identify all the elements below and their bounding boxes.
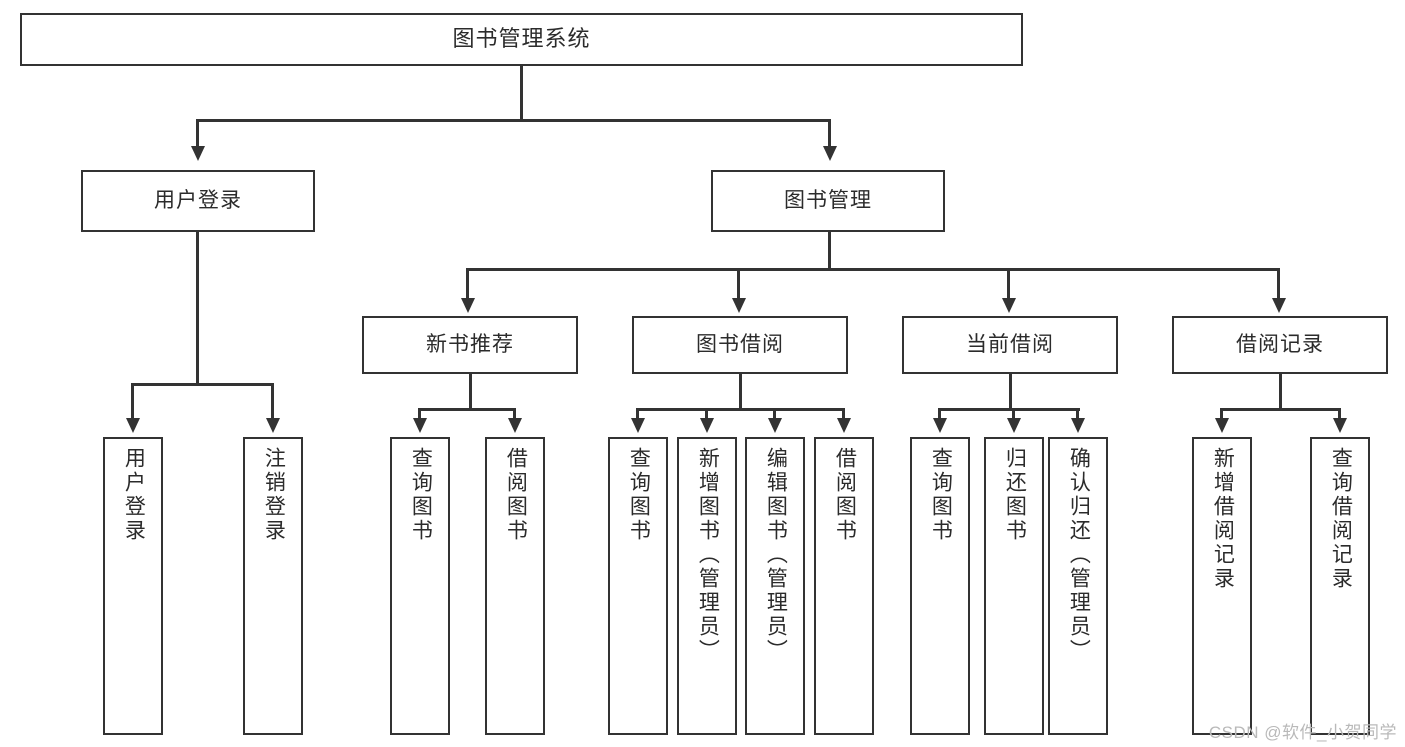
connector-record-bus (1220, 408, 1340, 411)
leaf-borrow-edit-book-admin[interactable]: 编辑图书（管理员） (745, 437, 805, 735)
arrowhead-newbook-l2 (508, 418, 522, 433)
node-new-book-recommend[interactable]: 新书推荐 (362, 316, 578, 374)
connector-root-bus (196, 119, 830, 122)
node-label: 查询图书 (409, 447, 433, 543)
connector-borrow-l3 (773, 408, 776, 420)
node-label: 用户登录 (154, 189, 242, 213)
arrowhead-userlogin-b2 (266, 418, 280, 433)
leaf-borrow-borrow-book[interactable]: 借阅图书 (814, 437, 874, 735)
leaf-user-login[interactable]: 用户登录 (103, 437, 163, 735)
arrowhead-current-l2 (1007, 418, 1021, 433)
connector-record-stem (1279, 374, 1282, 410)
leaf-borrow-query-book[interactable]: 查询图书 (608, 437, 668, 735)
connector-current-l1 (938, 408, 941, 420)
connector-borrow-bus (636, 408, 844, 411)
arrowhead-borrow-l2 (700, 418, 714, 433)
arrowhead-current-l3 (1071, 418, 1085, 433)
node-label: 查询借阅记录 (1329, 447, 1353, 591)
connector-bookmgmt-c2 (737, 268, 740, 300)
node-label: 查询图书 (929, 447, 953, 543)
connector-borrow-stem (739, 374, 742, 410)
arrowhead-current-l1 (933, 418, 947, 433)
arrowhead-borrow-l1 (631, 418, 645, 433)
node-label: 用户登录 (122, 447, 146, 543)
arrowhead-userlogin-b1 (126, 418, 140, 433)
connector-newbook-stem (469, 374, 472, 410)
node-label: 借阅图书 (504, 447, 528, 543)
node-label: 查询图书 (627, 447, 651, 543)
node-label: 新书推荐 (426, 333, 514, 357)
leaf-current-return-book[interactable]: 归还图书 (984, 437, 1044, 735)
node-label: 归还图书 (1003, 447, 1027, 543)
node-label: 确认归还（管理员） (1067, 447, 1091, 663)
connector-current-l2 (1012, 408, 1015, 420)
node-label: 注销登录 (262, 447, 286, 543)
connector-newbook-l1 (418, 408, 421, 420)
node-label: 新增借阅记录 (1211, 447, 1235, 591)
connector-newbook-bus (418, 408, 516, 411)
node-label: 编辑图书（管理员） (764, 447, 788, 663)
connector-record-l2 (1338, 408, 1341, 420)
node-label: 借阅图书 (833, 447, 857, 543)
connector-userlogin-bus (131, 383, 273, 386)
leaf-current-confirm-return-admin[interactable]: 确认归还（管理员） (1048, 437, 1108, 735)
connector-bookmgmt-bus (466, 268, 1280, 271)
node-label: 新增图书（管理员） (696, 447, 720, 663)
connector-userlogin-b2 (271, 383, 274, 420)
connector-newbook-l2 (513, 408, 516, 420)
node-label: 图书管理 (784, 189, 872, 213)
node-current-borrow[interactable]: 当前借阅 (902, 316, 1118, 374)
leaf-newbook-query-book[interactable]: 查询图书 (390, 437, 450, 735)
connector-bookmgmt-c1 (466, 268, 469, 300)
node-user-login[interactable]: 用户登录 (81, 170, 315, 232)
node-book-borrow[interactable]: 图书借阅 (632, 316, 848, 374)
arrowhead-bookmgmt-c2 (732, 298, 746, 313)
arrowhead-to-bookmgmt (823, 146, 837, 161)
leaf-borrow-add-book-admin[interactable]: 新增图书（管理员） (677, 437, 737, 735)
node-label: 图书管理系统 (452, 26, 591, 52)
connector-record-l1 (1220, 408, 1223, 420)
connector-userlogin-stem (196, 232, 199, 384)
arrowhead-borrow-l4 (837, 418, 851, 433)
arrowhead-record-l2 (1333, 418, 1347, 433)
connector-to-bookmgmt (828, 119, 831, 149)
leaf-record-add-record[interactable]: 新增借阅记录 (1192, 437, 1252, 735)
node-borrow-record[interactable]: 借阅记录 (1172, 316, 1388, 374)
connector-bookmgmt-c4 (1277, 268, 1280, 300)
leaf-newbook-borrow-book[interactable]: 借阅图书 (485, 437, 545, 735)
connector-borrow-l2 (705, 408, 708, 420)
connector-current-stem (1009, 374, 1012, 410)
connector-userlogin-b1 (131, 383, 134, 420)
leaf-record-query-record[interactable]: 查询借阅记录 (1310, 437, 1370, 735)
connector-current-l3 (1076, 408, 1079, 420)
connector-current-bus (938, 408, 1080, 411)
node-root-system[interactable]: 图书管理系统 (20, 13, 1023, 66)
leaf-user-logout[interactable]: 注销登录 (243, 437, 303, 735)
arrowhead-newbook-l1 (413, 418, 427, 433)
node-label: 借阅记录 (1236, 333, 1324, 357)
connector-bookmgmt-c3 (1007, 268, 1010, 300)
node-label: 图书借阅 (696, 333, 784, 357)
node-book-management[interactable]: 图书管理 (711, 170, 945, 232)
arrowhead-bookmgmt-c1 (461, 298, 475, 313)
arrowhead-borrow-l3 (768, 418, 782, 433)
leaf-current-query-book[interactable]: 查询图书 (910, 437, 970, 735)
connector-borrow-l4 (842, 408, 845, 420)
arrowhead-bookmgmt-c3 (1002, 298, 1016, 313)
connector-bookmgmt-stem (828, 232, 831, 270)
connector-borrow-l1 (636, 408, 639, 420)
arrowhead-to-user (191, 146, 205, 161)
connector-root-stem (520, 66, 523, 120)
node-label: 当前借阅 (966, 333, 1054, 357)
arrowhead-record-l1 (1215, 418, 1229, 433)
connector-to-user (196, 119, 199, 149)
arrowhead-bookmgmt-c4 (1272, 298, 1286, 313)
